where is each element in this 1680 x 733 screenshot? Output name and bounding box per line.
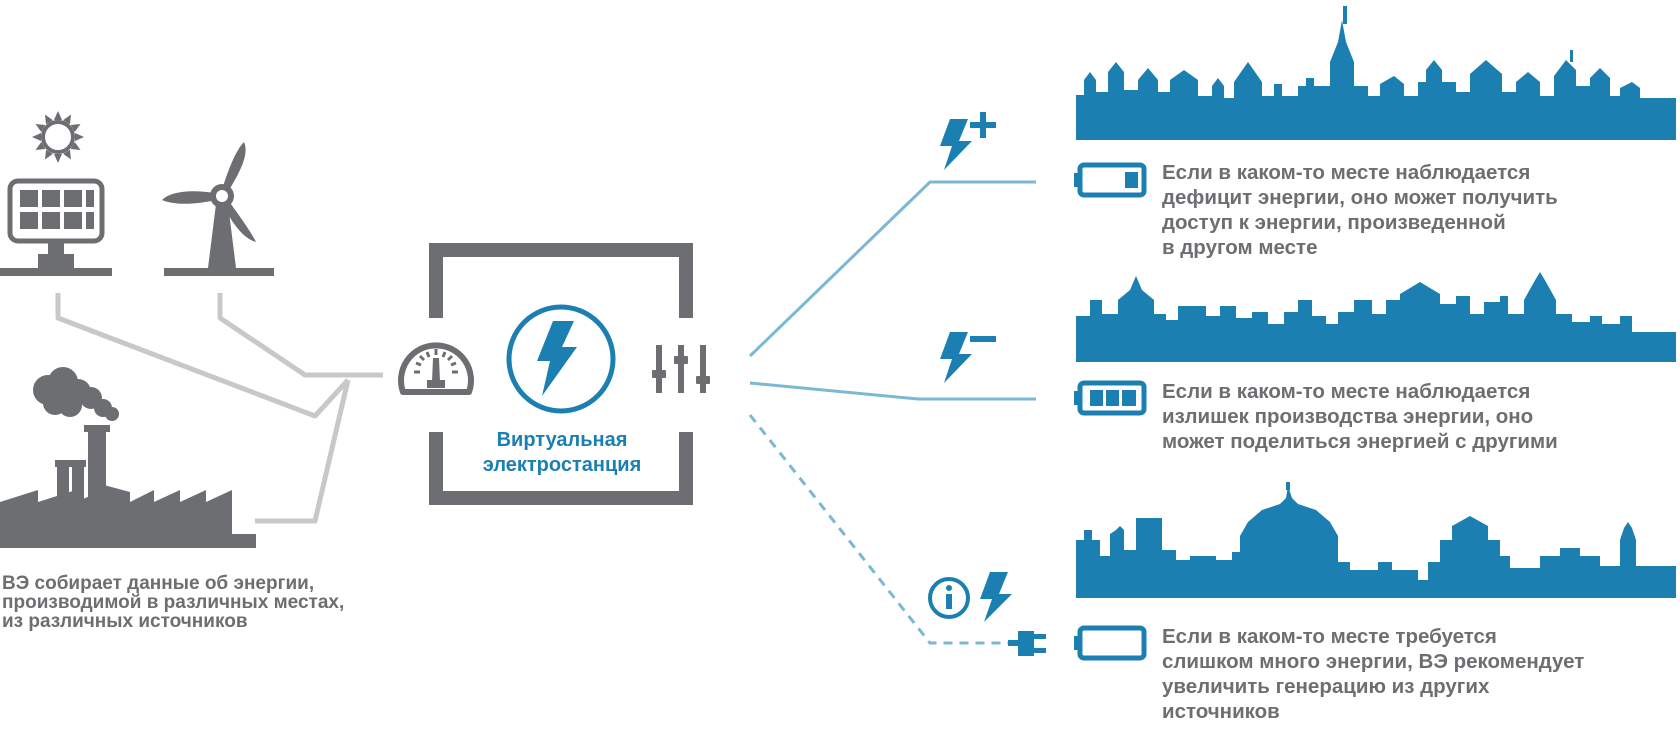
- info-lightning-icon: [928, 572, 1012, 622]
- sources-caption-line: ВЭ собирает данные об энергии,: [2, 573, 315, 594]
- sources-caption: ВЭ собирает данные об энергии, производи…: [2, 574, 344, 631]
- deficit-caption-line: доступ к энергии, произведенной: [1162, 211, 1506, 234]
- sources-caption-line: производимой в различных местах,: [2, 592, 345, 613]
- solar-panel-icon: [0, 178, 112, 276]
- gauge-icon: [398, 342, 474, 395]
- vpp-label: Виртуальная электростанция: [462, 428, 662, 478]
- battery-full-icon: [1074, 380, 1147, 416]
- deficit-caption-line: дефицит энергии, оно может получить: [1162, 186, 1558, 209]
- lightning-bolt-icon: [506, 304, 616, 414]
- surplus-caption-line: излишек производства энергии, оно: [1162, 405, 1534, 428]
- demand-caption: Если в каком-то месте требуется слишком …: [1162, 624, 1584, 724]
- demand-caption-line: источников: [1162, 700, 1280, 723]
- demand-caption-line: Если в каком-то месте требуется: [1162, 625, 1497, 648]
- deficit-caption-line: в другом месте: [1162, 236, 1318, 259]
- smoke-icon: [33, 367, 119, 421]
- plug-icon: [1008, 631, 1046, 656]
- vpp-label-line: Виртуальная: [496, 429, 628, 451]
- surplus-caption: Если в каком-то месте наблюдается излише…: [1162, 379, 1558, 454]
- vpp-label-line: электростанция: [482, 454, 642, 476]
- battery-low-icon: [1074, 162, 1147, 198]
- source-connector-lines: [55, 293, 383, 524]
- sun-icon: [32, 111, 84, 163]
- battery-empty-icon: [1074, 625, 1147, 661]
- vpp-frame: [429, 243, 693, 505]
- city-skyline-icon: [1076, 6, 1676, 598]
- lightning-plus-icon: [940, 112, 996, 170]
- surplus-caption-line: Если в каком-то месте наблюдается: [1162, 380, 1531, 403]
- sliders-icon: [652, 345, 710, 393]
- demand-caption-line: слишком много энергии, ВЭ рекомендует: [1162, 650, 1585, 673]
- surplus-caption-line: может поделиться энергией с другими: [1162, 430, 1558, 453]
- lightning-minus-icon: [940, 332, 996, 383]
- factory-icon: [0, 425, 256, 548]
- output-connector-lines: [748, 180, 1036, 645]
- wind-turbine-icon: [162, 142, 274, 276]
- deficit-caption-line: Если в каком-то месте наблюдается: [1162, 161, 1531, 184]
- deficit-caption: Если в каком-то месте наблюдается дефици…: [1162, 160, 1558, 260]
- demand-caption-line: увеличить генерацию из других: [1162, 675, 1490, 698]
- sources-caption-line: из различных источников: [2, 611, 248, 632]
